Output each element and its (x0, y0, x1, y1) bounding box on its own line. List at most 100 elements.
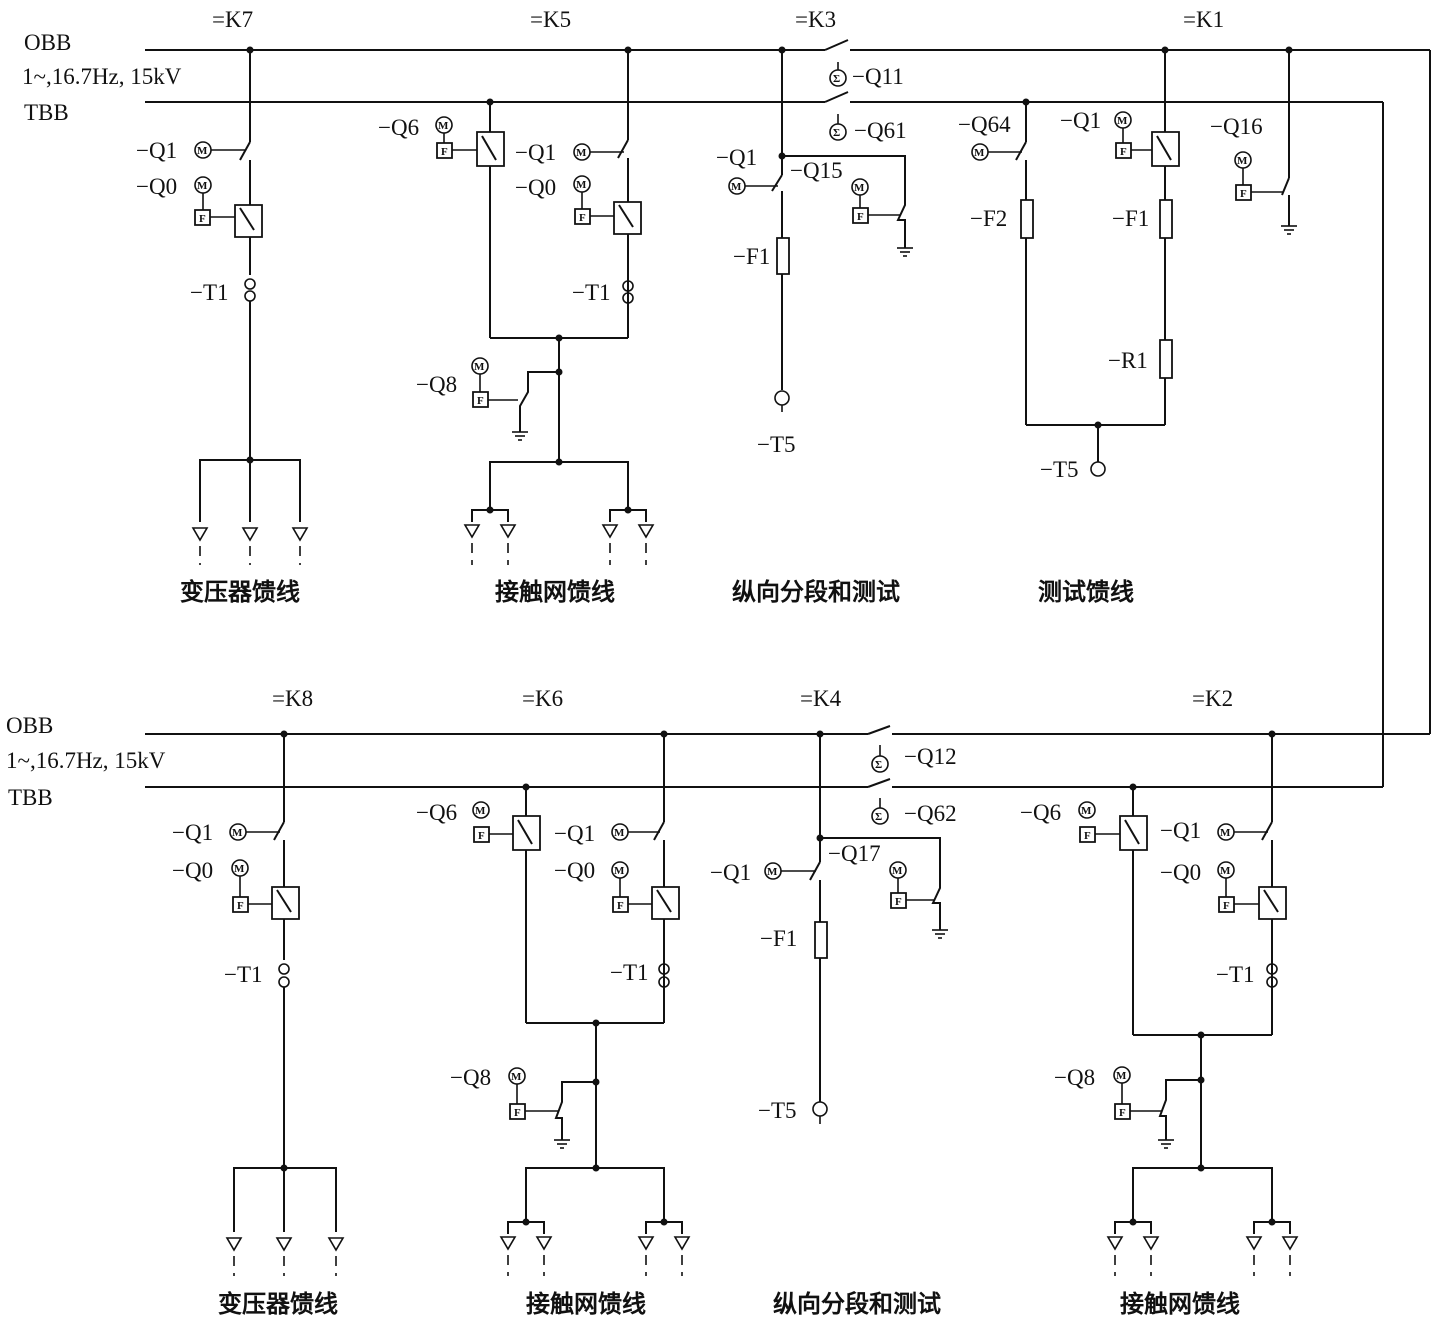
q12-label: −Q12 (904, 744, 957, 769)
k5-t1-label: −T1 (572, 280, 611, 305)
k1-r1-label: −R1 (1108, 348, 1148, 373)
motor-symbol: M (576, 147, 587, 159)
cubicle-k5-label: =K5 (530, 7, 571, 32)
k5-q0-label: −Q0 (515, 175, 556, 200)
q61-label: −Q61 (854, 118, 907, 143)
coupler-q62: Σ −Q62 (868, 779, 957, 826)
cable-end-icon (227, 1168, 343, 1276)
k7-q1-label: −Q1 (136, 138, 177, 163)
bottom-obb-busbar (145, 730, 1430, 738)
cubicle-k1-label: =K1 (1183, 7, 1224, 32)
caption-top-1: 变压器馈线 (180, 578, 300, 606)
coupler-q12: Σ −Q12 (868, 726, 957, 772)
top-obb-busbar (145, 46, 1430, 735)
sigma-symbol: Σ (875, 759, 882, 771)
trip-symbol: F (895, 896, 902, 908)
k5-q1-label: −Q1 (515, 140, 556, 165)
trip-symbol: F (857, 211, 864, 223)
motor-symbol: M (474, 361, 485, 373)
trip-symbol: F (1120, 146, 1127, 158)
q62-label: −Q62 (904, 801, 957, 826)
feeder-k5: −Q6 M F −Q1 M −Q0 M F −T1 −Q8 (378, 50, 653, 606)
feeder-k1: −Q64 M −F2 −T5 −Q1 M F −F (958, 50, 1297, 606)
motor-symbol: M (1220, 827, 1231, 839)
k3-q1-label: −Q1 (716, 145, 757, 170)
motor-symbol: M (1116, 1070, 1127, 1082)
k1-q1-label: −Q1 (1060, 108, 1101, 133)
cubicle-k2-label: =K2 (1192, 686, 1233, 711)
caption-bottom-4: 接触网馈线 (1120, 1290, 1240, 1318)
caption-top-4: 测试馈线 (1038, 578, 1134, 606)
bottom-section: OBB 1~,16.7Hz, 15kV TBB =K8 =K6 =K4 =K2 … (6, 686, 1430, 1318)
top-obb-label: OBB (24, 30, 71, 55)
bottom-obb-label: OBB (6, 713, 53, 738)
cable-end-icon (501, 1190, 689, 1276)
k2-t1-label: −T1 (1216, 962, 1255, 987)
motor-symbol: M (1081, 805, 1092, 817)
cable-end-icon (193, 460, 307, 565)
k3-f1-label: −F1 (733, 244, 770, 269)
motor-symbol: M (1117, 115, 1128, 127)
trip-symbol: F (1084, 830, 1091, 842)
k5-q8-label: −Q8 (416, 372, 457, 397)
k6-q1-label: −Q1 (554, 821, 595, 846)
trip-symbol: F (617, 900, 624, 912)
motor-drive-icon (1079, 802, 1095, 818)
trip-symbol: F (237, 900, 244, 912)
k5-q6-label: −Q6 (378, 115, 419, 140)
trip-symbol: F (478, 830, 485, 842)
motor-symbol: M (576, 179, 587, 191)
bottom-tbb-label: TBB (8, 785, 53, 810)
cubicle-k4-label: =K4 (800, 686, 842, 711)
motor-symbol: M (232, 827, 243, 839)
voltage-transformer-icon (1091, 462, 1105, 476)
motor-symbol: M (197, 180, 208, 192)
k3-t5-label: −T5 (757, 432, 796, 457)
caption-top-2: 接触网馈线 (495, 578, 615, 606)
k1-q16-label: −Q16 (1210, 114, 1263, 139)
caption-bottom-1: 变压器馈线 (218, 1290, 338, 1318)
k8-q0-label: −Q0 (172, 858, 213, 883)
k8-t1-label: −T1 (224, 962, 263, 987)
motor-symbol: M (234, 863, 245, 875)
fuse-icon (777, 238, 789, 274)
cubicle-k3-label: =K3 (795, 7, 836, 32)
motor-symbol: M (511, 1071, 522, 1083)
bottom-tbb-busbar (145, 783, 1383, 791)
motor-symbol: M (767, 866, 778, 878)
top-tbb-label: TBB (24, 100, 69, 125)
top-section: OBB 1~,16.7Hz, 15kV TBB =K7 =K5 =K3 =K1 (22, 7, 1430, 787)
k3-q15-label: −Q15 (790, 158, 843, 183)
motor-symbol: M (1220, 865, 1231, 877)
k1-q64-label: −Q64 (958, 112, 1011, 137)
k2-q8-label: −Q8 (1054, 1065, 1095, 1090)
feeder-k4: −T5 −F1 −Q1 M −Q17 M F 纵向分段和测试 (710, 734, 948, 1318)
k2-q0-label: −Q0 (1160, 860, 1201, 885)
motor-symbol: M (438, 120, 449, 132)
trip-symbol: F (199, 213, 206, 225)
cable-end-icon (465, 485, 653, 565)
k2-q6-label: −Q6 (1020, 800, 1061, 825)
q11-label: −Q11 (852, 64, 904, 89)
cable-end-icon (1108, 1190, 1297, 1276)
fuse-icon (1021, 200, 1033, 238)
k4-f1-label: −F1 (760, 926, 797, 951)
fuse-icon (1160, 200, 1172, 238)
k1-t5-label: −T5 (1040, 457, 1079, 482)
k6-t1-label: −T1 (610, 960, 649, 985)
k6-q6-label: −Q6 (416, 800, 457, 825)
feeder-k7: −Q1 M −Q0 M F −T1 变压器馈线 (136, 50, 307, 606)
motor-symbol: M (974, 147, 985, 159)
top-bus-spec: 1~,16.7Hz, 15kV (22, 64, 182, 89)
trip-symbol: F (1223, 900, 1230, 912)
k6-q8-label: −Q8 (450, 1065, 491, 1090)
trip-symbol: F (441, 146, 448, 158)
feeder-k8: −Q1 M −Q0 M F −T1 变压器馈线 (172, 734, 343, 1318)
k4-t5-label: −T5 (758, 1098, 797, 1123)
trip-symbol: F (1119, 1107, 1126, 1119)
k1-f1-label: −F1 (1112, 206, 1149, 231)
caption-bottom-3: 纵向分段和测试 (773, 1290, 941, 1318)
top-tbb-busbar (145, 98, 1383, 788)
motor-symbol: M (892, 865, 903, 877)
